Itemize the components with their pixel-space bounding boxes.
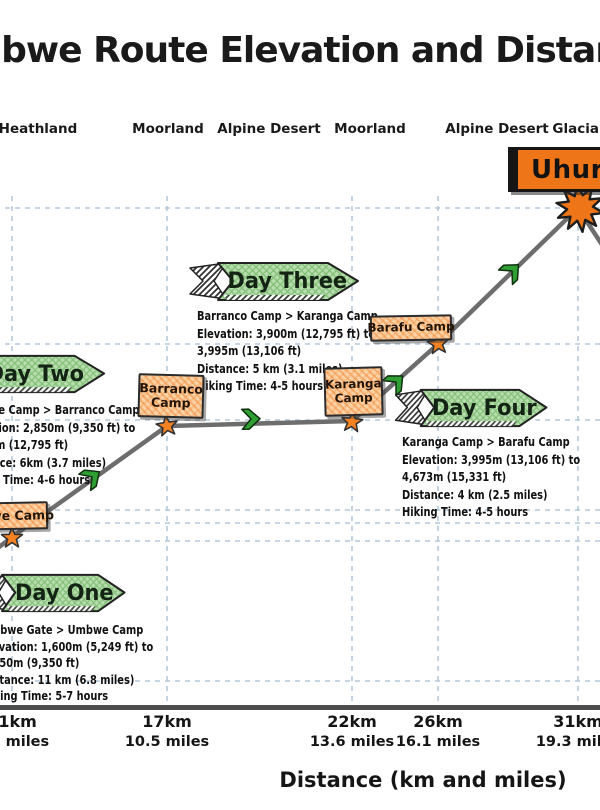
camp-marker-star-icon	[341, 410, 364, 433]
day-one-distance: Distance: 11 km (6.8 miles)	[0, 672, 135, 687]
direction-chevron-icon	[497, 263, 520, 286]
summit-starburst-icon	[555, 182, 600, 234]
direction-chevron-icon	[240, 408, 261, 431]
day-two-elevation: Elevation: 2,850m (9,350 ft) to	[0, 420, 136, 435]
zone-label-heathland: Heathland	[0, 121, 78, 137]
zone-label-glacial: Glacial	[552, 121, 600, 137]
zone-label-moorland-1: Moorland	[132, 121, 204, 137]
day-two-hiking-time: Hiking Time: 4-6 hours	[0, 473, 91, 487]
day-two-elevation2: 3,900m (12,795 ft)	[0, 438, 69, 452]
day-four-elevation: Elevation: 3,995m (13,106 ft) to	[402, 452, 581, 467]
x-tick-miles: 6.8 miles	[0, 734, 50, 750]
banner-flag-icon	[0, 353, 108, 395]
day-three-details: Barranco Camp > Karanga Camp Elevation: …	[197, 308, 378, 396]
x-tick-miles: 19.3 miles	[535, 734, 600, 750]
day-one-elevation: Elevation: 1,600m (5,249 ft) to	[0, 639, 154, 654]
x-tick-km: 31km	[553, 712, 600, 731]
day-three-banner: Day Three	[186, 260, 362, 303]
banner-flag-icon	[186, 260, 362, 303]
zone-label-alpine-desert-2: Alpine Desert	[445, 121, 549, 137]
camp-label-barranco: Barranco Camp	[137, 373, 205, 419]
day-two-banner: Day Two	[0, 353, 108, 395]
day-two-title: Day Two	[0, 361, 84, 387]
summit-label-uhuru: Uhuru	[508, 147, 600, 192]
day-one-hiking-time: Hiking Time: 5-7 hours	[0, 689, 109, 703]
x-tick-km: 22km	[327, 712, 377, 731]
x-tick-km: 26km	[413, 712, 463, 731]
x-tick-miles: 13.6 miles	[309, 734, 395, 750]
camp-label-barafu: Barafu Camp	[367, 314, 455, 342]
day-three-elevation2: 3,995m (13,106 ft)	[197, 344, 302, 358]
day-three-route: Barranco Camp > Karanga Camp	[197, 309, 378, 323]
camp-label-umbwe: Umbwe Camp	[0, 501, 54, 531]
day-three-title: Day Three	[227, 269, 348, 294]
x-axis-line	[0, 705, 600, 710]
x-tick-km: 17km	[142, 712, 192, 731]
x-tick-26km: 26km 16.1 miles	[396, 712, 480, 750]
day-four-title: Day Four	[431, 395, 537, 421]
camp-marker-star-icon	[155, 414, 178, 437]
day-one-details: Umbwe Gate > Umbwe Camp Elevation: 1,600…	[0, 622, 153, 705]
banner-flag-icon	[0, 572, 128, 614]
day-three-hiking-time: Hiking Time: 4-5 hours	[197, 379, 324, 393]
x-axis-title: Distance (km and miles)	[279, 768, 567, 792]
day-two-route: Umbwe Camp > Barranco Camp	[0, 403, 140, 417]
page-title: Umbwe Route Elevation and Distance	[0, 30, 600, 71]
day-one-route: Umbwe Gate > Umbwe Camp	[0, 623, 144, 637]
x-tick-17km: 17km 10.5 miles	[125, 712, 209, 750]
summit-label-text: Uhuru	[531, 154, 600, 185]
day-three-distance: Distance: 5 km (3.1 miles)	[197, 361, 343, 376]
day-two-details: Umbwe Camp > Barranco Camp Elevation: 2,…	[0, 402, 139, 490]
day-one-elevation2: 2,850m (9,350 ft)	[0, 656, 80, 670]
camp-label-karanga: Karanga Camp	[323, 366, 384, 417]
day-two-distance: Distance: 6km (3.7 miles)	[0, 455, 107, 470]
day-four-elevation2: 4,673m (15,331 ft)	[402, 470, 507, 484]
x-tick-22km: 22km 13.6 miles	[310, 712, 394, 750]
day-four-details: Karanga Camp > Barafu Camp Elevation: 3,…	[402, 434, 580, 522]
day-one-title: Day One	[15, 580, 114, 606]
day-four-route: Karanga Camp > Barafu Camp	[402, 435, 570, 449]
day-four-hiking-time: Hiking Time: 4-5 hours	[402, 505, 529, 519]
zone-label-moorland-2: Moorland	[334, 121, 406, 137]
direction-chevron-icon	[381, 375, 404, 397]
x-tick-miles: 16.1 miles	[395, 734, 481, 750]
x-tick-miles: 10.5 miles	[124, 734, 210, 750]
direction-chevron-icon	[78, 469, 101, 492]
camp-marker-star-icon	[0, 526, 24, 548]
x-tick-31km: 31km 19.3 miles	[536, 712, 600, 750]
day-one-banner: Day One	[0, 572, 128, 614]
day-four-banner: Day Four	[392, 387, 550, 429]
banner-flag-icon	[392, 387, 550, 429]
day-four-distance: Distance: 4 km (2.5 miles)	[402, 487, 548, 502]
day-three-elevation: Elevation: 3,900m (12,795 ft) to	[197, 326, 376, 341]
zone-label-alpine-desert-1: Alpine Desert	[217, 121, 321, 137]
